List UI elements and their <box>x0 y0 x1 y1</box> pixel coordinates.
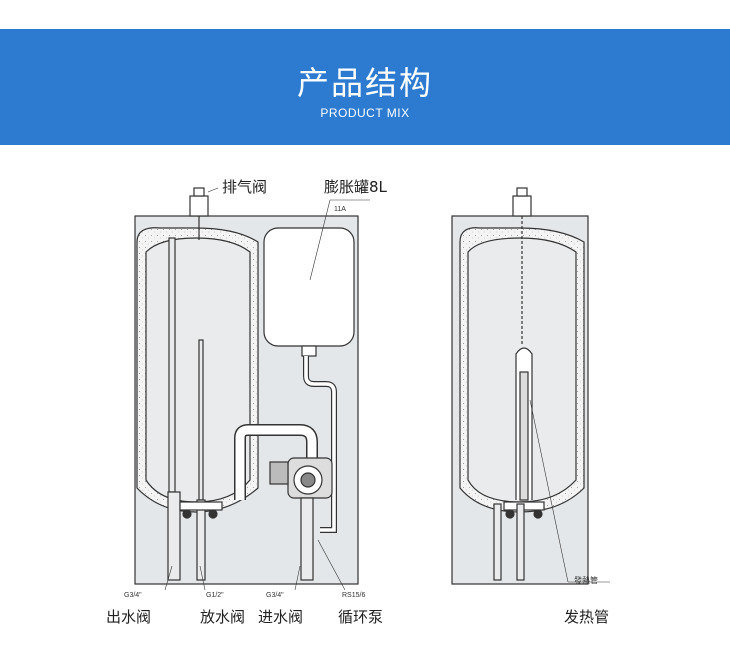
tank-code-label: 11A <box>334 206 346 213</box>
expansion-tank-label: 膨胀罐8L <box>324 178 387 196</box>
heater-label: 发热管 <box>564 608 610 626</box>
expansion-tank <box>263 227 355 347</box>
right-air-vent <box>512 195 532 217</box>
pump-spec-label: RS15/6 <box>342 592 366 599</box>
air-vent-valve <box>189 195 209 217</box>
inlet-valve-label: 进水阀 <box>258 608 304 626</box>
header-banner <box>0 29 730 145</box>
right-assembly <box>451 187 589 585</box>
page-title: 产品结构 <box>296 64 433 102</box>
heater-tag-label: 發熱管 <box>574 576 598 585</box>
pump-label: 循环泵 <box>338 608 384 626</box>
page-subtitle: PRODUCT MIX <box>320 106 410 120</box>
bottom-flange <box>179 501 223 511</box>
drain-pipe <box>198 339 204 501</box>
outlet-valve-label: 出水阀 <box>106 608 152 626</box>
air-vent-label: 排气阀 <box>222 178 268 196</box>
outlet-spec-label: G3/4" <box>124 592 142 599</box>
inlet-spec-label: G3/4" <box>266 592 284 599</box>
outlet-riser <box>167 491 181 581</box>
drain-spec-label: G1/2" <box>206 592 224 599</box>
left-assembly <box>134 187 359 585</box>
outlet-pipe <box>168 237 176 493</box>
inlet-pipe <box>300 497 314 581</box>
drain-valve-label: 放水阀 <box>200 608 246 626</box>
drain-riser <box>196 499 206 581</box>
